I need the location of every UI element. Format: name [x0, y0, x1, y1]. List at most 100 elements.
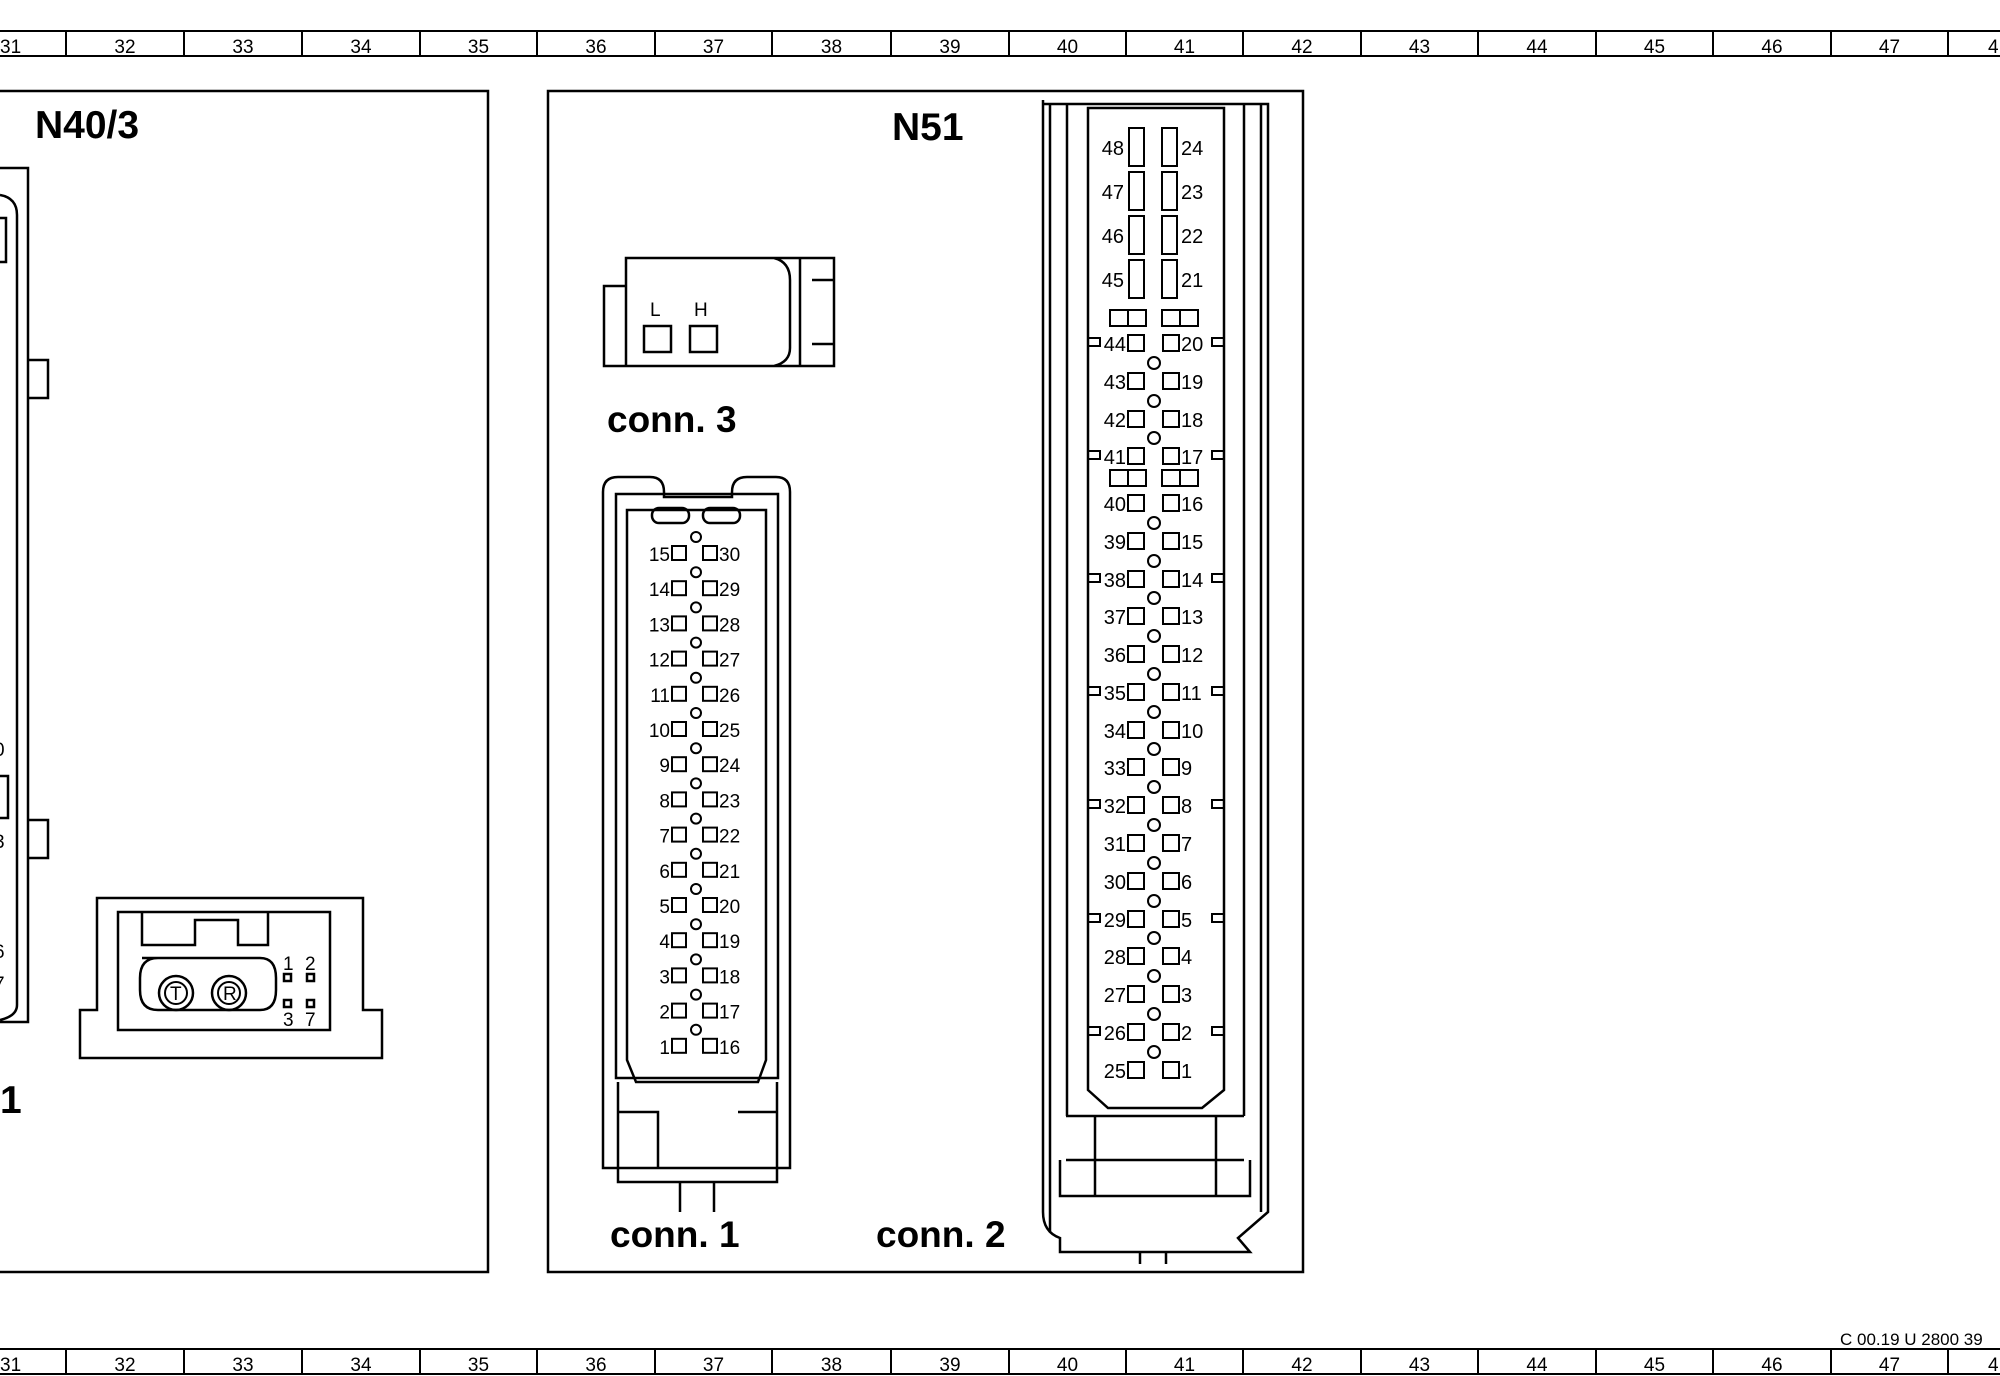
- conn3-pin-h: [688, 324, 719, 354]
- pin-ring: [690, 812, 702, 825]
- conn2-pin-label: 9: [1181, 758, 1192, 780]
- pin-square: [702, 685, 718, 702]
- pin-square: [1127, 607, 1145, 625]
- conn2-pin-label: 39: [1104, 532, 1126, 554]
- conn2-pin-label: 4: [1181, 947, 1192, 969]
- conn1-pin-label: 17: [719, 1003, 740, 1024]
- conn1-pin-label: 29: [719, 580, 740, 601]
- ruler-number: 4: [1988, 37, 1999, 58]
- pin-tab: [1088, 337, 1101, 347]
- pin-ring: [1147, 969, 1161, 983]
- pin-tab: [1211, 913, 1224, 923]
- conn1-pin-label: 25: [719, 721, 740, 742]
- conn2-pin-label: 14: [1181, 570, 1203, 592]
- pin-label: 2: [305, 954, 316, 975]
- pin-tab: [1211, 799, 1224, 809]
- pin-square: [1127, 447, 1145, 465]
- partial-pin-label: 7: [0, 974, 5, 995]
- ruler-number: 40: [1057, 37, 1078, 58]
- conn1-pin-label: 19: [719, 932, 740, 953]
- conn1-pin-label: 26: [719, 686, 740, 707]
- ruler-number: 37: [703, 37, 724, 58]
- pin-square: [1127, 872, 1145, 890]
- pin-square: [1127, 410, 1145, 428]
- conn1-pin-label: 21: [719, 862, 740, 883]
- pin-square: [1127, 796, 1145, 814]
- pin-ring: [1147, 431, 1161, 445]
- pin-square: [1162, 372, 1180, 390]
- pin-square: [1162, 447, 1180, 465]
- conn1-pin-label: 8: [659, 791, 670, 812]
- pin-square: [1162, 1061, 1180, 1079]
- pin-label: 3: [283, 1010, 294, 1031]
- partial-label: 1: [0, 1079, 22, 1122]
- pin-square: [1162, 532, 1180, 550]
- pin-square: [702, 721, 718, 737]
- pin-slot: [1161, 259, 1178, 299]
- conn1-pin-label: 4: [659, 932, 670, 953]
- pin-ring: [1147, 356, 1161, 370]
- pin-square: [1127, 372, 1145, 390]
- pin-square: [702, 545, 718, 561]
- panel-n40-3-frame: [0, 89, 490, 1274]
- pin-square: [1162, 334, 1180, 352]
- conn1-pin-label: 11: [650, 686, 670, 707]
- pin-ring: [1147, 629, 1161, 643]
- partial-pin-label: 0: [0, 740, 5, 761]
- conn3-outline: [602, 256, 836, 368]
- pin-square: [671, 615, 687, 632]
- conn2-pin-label: 40: [1104, 494, 1126, 516]
- pin-square: [1162, 607, 1180, 625]
- conn2-pin-label: 30: [1104, 872, 1126, 894]
- conn2-pin-label: 44: [1104, 334, 1126, 356]
- conn2-pin-label: 26: [1104, 1023, 1126, 1045]
- pin-square: [702, 1002, 718, 1019]
- conn3-pin-l-label: L: [650, 300, 661, 321]
- pin-square: [1127, 334, 1145, 352]
- conn2-pin-label: 37: [1104, 607, 1126, 629]
- pin-tab: [1088, 686, 1101, 696]
- ruler-number: 37: [703, 1355, 724, 1376]
- pin-square: [671, 932, 687, 949]
- pin-square: [702, 861, 718, 878]
- panel-n40-3: [0, 89, 490, 1274]
- pin-square: [671, 1002, 687, 1019]
- conn2-pin-shapes: [1088, 127, 1224, 1079]
- ruler-number: 34: [350, 1355, 372, 1376]
- conn1-pin-label: 3: [659, 967, 670, 988]
- conn1-pin-label: 7: [659, 827, 670, 848]
- conn2-pin-label: 38: [1104, 570, 1126, 592]
- conn2-pin-label: 24: [1181, 138, 1203, 160]
- ruler-number: 44: [1526, 1355, 1548, 1376]
- conn2-pin-label: 41: [1104, 447, 1126, 469]
- pin-square: [671, 545, 687, 561]
- conn1-label: conn. 1: [610, 1214, 740, 1255]
- conn2-pin-label: 17: [1181, 447, 1203, 469]
- conn1-pin-label: 10: [649, 721, 670, 742]
- conn1-pin-label: 16: [719, 1038, 740, 1059]
- partial-pin-label: 3: [0, 832, 5, 853]
- pin-square: [1127, 910, 1145, 928]
- ruler-number: 43: [1409, 1355, 1430, 1376]
- pin-ring: [690, 671, 702, 684]
- pin-square: [1127, 758, 1145, 776]
- ruler-number: 38: [821, 37, 842, 58]
- pin-ring: [690, 847, 702, 860]
- pin-square: [1127, 834, 1145, 852]
- pin-tab: [1211, 686, 1224, 696]
- conn2-pin-label: 23: [1181, 182, 1203, 204]
- ruler-number: 33: [232, 37, 253, 58]
- pin-square: [1162, 645, 1180, 663]
- pin-ring: [690, 988, 702, 1001]
- pin-ring: [1147, 667, 1161, 681]
- pin-tab: [1088, 799, 1101, 809]
- pin-square: [671, 826, 687, 843]
- conn2-pin-label: 21: [1181, 270, 1203, 292]
- pin-ring: [1147, 591, 1161, 605]
- conn1-pin-shapes: [671, 531, 718, 1054]
- pin-slot: [1128, 127, 1145, 167]
- pin-square: [1162, 910, 1180, 928]
- conn2-pin-label: 3: [1181, 985, 1192, 1007]
